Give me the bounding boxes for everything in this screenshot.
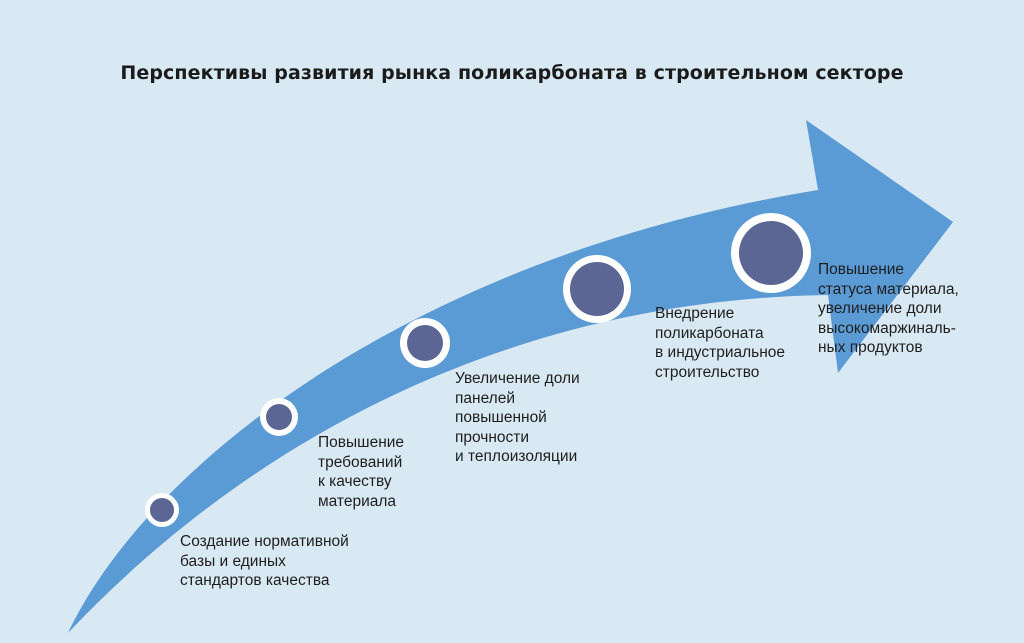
milestone-dot-1 <box>150 498 174 522</box>
step-label-line: панелей <box>455 389 516 407</box>
step-label-line: в индустриальное <box>655 344 786 361</box>
milestone-dot-4 <box>570 262 624 316</box>
step-label-line: строительство <box>655 363 760 381</box>
step-label-line: к качеству <box>318 473 392 490</box>
step-label-line: стандартов качества <box>180 572 330 589</box>
step-label-5: Повышение статуса материала, увеличение до… <box>818 260 959 358</box>
milestone-dot-2 <box>266 404 292 430</box>
step-label-line: ных продуктов <box>818 339 923 356</box>
step-label-2: Повышение требований к качеству материала <box>318 433 404 511</box>
step-label-1: Создание нормативной базы и единых стандар… <box>180 532 349 591</box>
step-label-line: Внедрение <box>655 305 735 322</box>
step-label-line: Повышение <box>318 434 405 451</box>
step-label-line: поликарбоната <box>655 324 764 342</box>
page-title: Перспективы развития рынка поликарбоната… <box>120 62 904 84</box>
step-label-line: Увеличение доли <box>455 370 580 387</box>
step-label-line: высокомаржиналь- <box>818 319 956 337</box>
step-label-line: прочности <box>455 428 530 446</box>
step-label-line: статуса материала, <box>818 280 959 298</box>
milestone-dot-5 <box>739 221 803 285</box>
step-label-line: и теплоизоляции <box>455 448 578 465</box>
step-label-line: Повышение <box>818 261 905 278</box>
step-label-line: увеличение доли <box>818 300 942 317</box>
step-label-line: требований <box>318 453 403 471</box>
step-label-line: Создание нормативной <box>180 533 349 550</box>
step-label-line: повышенной <box>455 409 547 426</box>
step-label-line: базы и единых <box>180 552 286 570</box>
milestone-dot-3 <box>407 325 443 361</box>
step-label-4: Внедрение поликарбоната в индустриальное ст… <box>655 304 785 382</box>
step-label-line: материала <box>318 492 397 510</box>
step-label-3: Увеличение доли панелей повышенной прочност… <box>455 369 580 467</box>
